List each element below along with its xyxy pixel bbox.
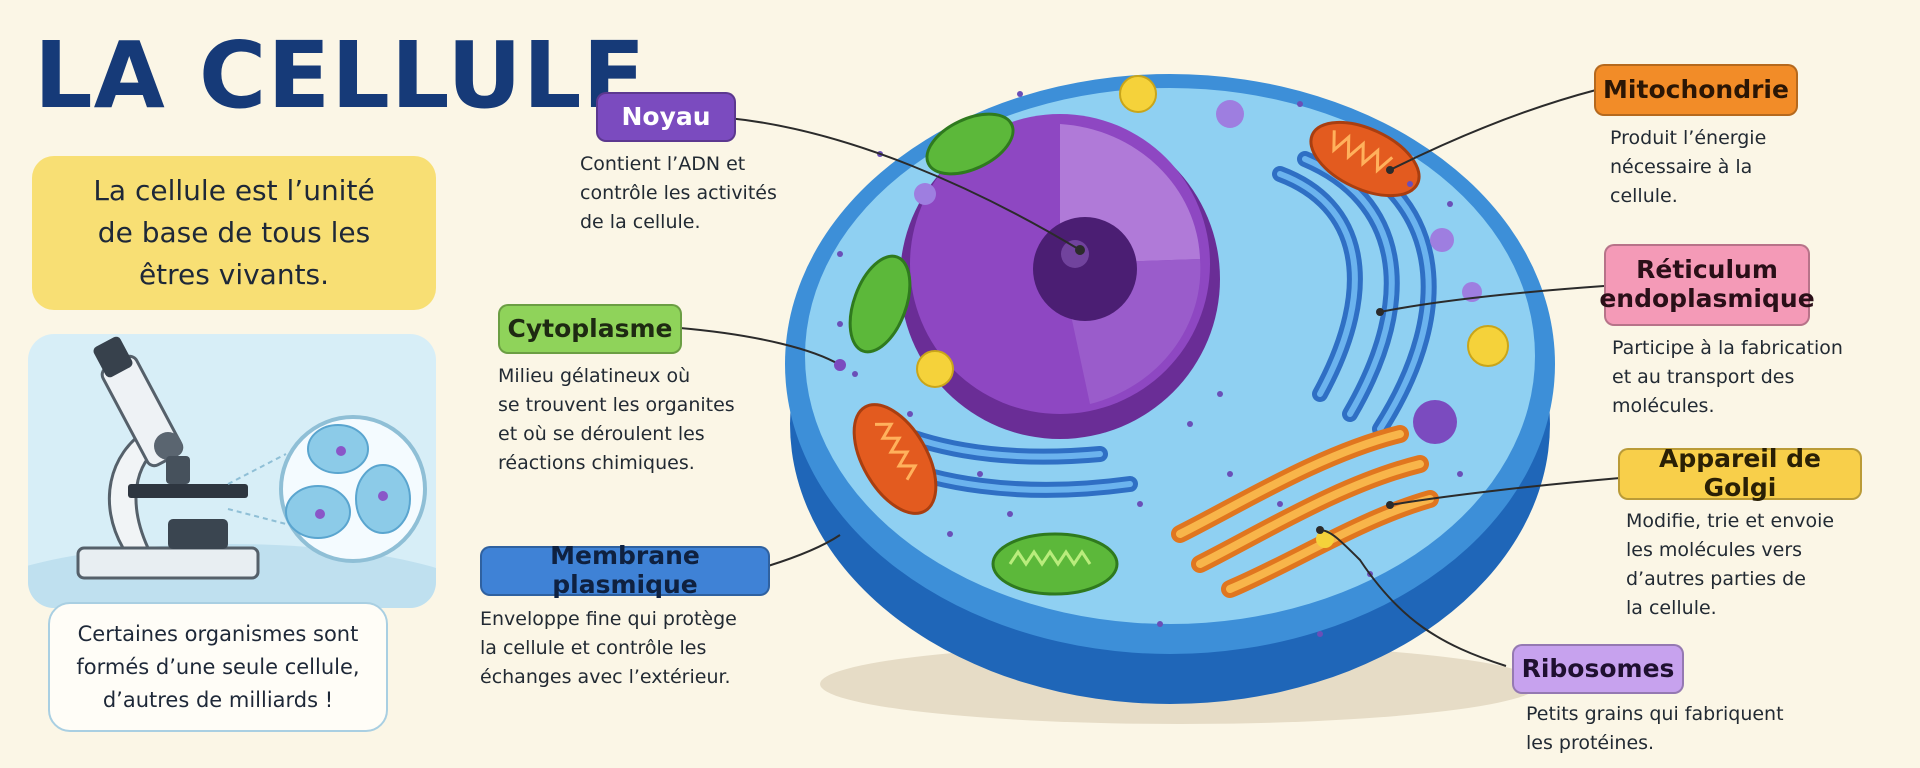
microscope-illustration — [28, 334, 436, 608]
desc-ribosomes: Petits grains qui fabriquent les protéin… — [1526, 703, 1784, 754]
desc-cytoplasme: Milieu gélatineux où se trouvent les org… — [498, 365, 735, 474]
note-text: Certaines organismes sont formés d’une s… — [76, 621, 360, 712]
nucleolus — [1033, 217, 1137, 321]
ribosome-dots — [837, 91, 1463, 637]
intro-box: La cellule est l’unité de base de tous l… — [32, 156, 436, 310]
label-ribosomes: Ribosomes — [1512, 644, 1684, 694]
note-box: Certaines organismes sont formés d’une s… — [48, 602, 388, 732]
desc-reticulum: Participe à la fabrication et au transpo… — [1612, 337, 1843, 417]
label-noyau: Noyau — [596, 92, 736, 142]
label-golgi: Appareil de Golgi — [1618, 444, 1862, 502]
label-cytoplasme: Cytoplasme — [498, 304, 682, 354]
desc-noyau: Contient l’ADN et contrôle les activités… — [580, 153, 777, 233]
microscope-icon — [28, 336, 436, 608]
cell-illustration — [785, 74, 1555, 724]
label-reticulum: Réticulum endoplasmique — [1599, 244, 1815, 326]
desc-mitochondrie: Produit l’énergie nécessaire à la cellul… — [1610, 127, 1767, 207]
label-mitochondrie: Mitochondrie — [1594, 64, 1798, 116]
page-title: LA CELLULE — [34, 22, 647, 129]
desc-membrane: Enveloppe fine qui protège la cellule et… — [480, 608, 737, 688]
label-membrane: Membrane plasmique — [480, 541, 770, 599]
desc-golgi: Modifie, trie et envoie les molécules ve… — [1626, 510, 1835, 619]
intro-text: La cellule est l’unité de base de tous l… — [93, 174, 375, 291]
